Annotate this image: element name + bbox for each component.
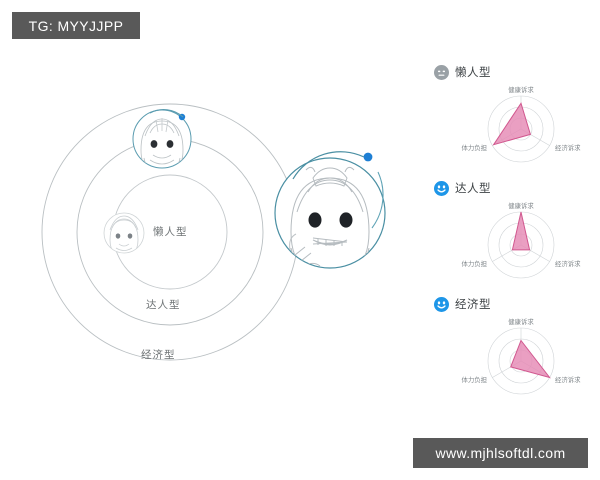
radar-block-expert: 达人型 健康诉求 经济诉求 体力负担	[424, 178, 600, 294]
radar-axis-label-right-lazy: 经济诉求	[555, 143, 581, 152]
radar-axis-label-left-expert: 体力负担	[461, 259, 487, 268]
website-watermark-text: www.mjhlsoftdl.com	[435, 445, 566, 461]
ring-label-economy: 经济型	[141, 349, 176, 361]
small-avatar-lazy	[103, 212, 145, 254]
telegram-watermark-badge: TG: MYYJJPP	[12, 12, 140, 39]
radar-header-lazy: 懒人型	[424, 62, 600, 82]
radar-axis-label-left-economy: 体力负担	[461, 375, 487, 384]
radar-title-expert: 达人型	[455, 183, 491, 195]
ring-label-lazy: 懒人型	[153, 226, 188, 238]
radar-axis-label-top-lazy: 健康诉求	[508, 85, 534, 94]
website-watermark-badge: www.mjhlsoftdl.com	[413, 438, 588, 468]
radar-axis-label-left-lazy: 体力负担	[461, 143, 487, 152]
radar-axis-label-right-expert: 经济诉求	[555, 259, 581, 268]
radar-area-economy	[510, 339, 551, 379]
neutral-face-icon	[434, 64, 449, 80]
radar-header-economy: 经济型	[424, 294, 600, 314]
concentric-circle-svg	[41, 103, 386, 361]
radar-area-lazy	[492, 102, 532, 146]
ring-label-expert: 达人型	[146, 299, 181, 311]
radar-block-lazy: 懒人型 健康诉求 经济诉求 体力负担	[424, 62, 600, 178]
radar-area-expert	[511, 211, 531, 251]
radar-plot-lazy: 健康诉求 经济诉求 体力负担	[446, 82, 596, 174]
large-avatar-economy	[274, 151, 386, 269]
radar-block-economy: 经济型 健康诉求 经济诉求 体力负担	[424, 294, 600, 410]
radar-plot-expert: 健康诉求 经济诉求 体力负担	[446, 198, 596, 290]
radar-axis-label-top-economy: 健康诉求	[508, 317, 534, 326]
radar-header-expert: 达人型	[424, 178, 600, 198]
radar-title-lazy: 懒人型	[455, 67, 491, 79]
radar-plot-economy: 健康诉求 经济诉求 体力负担	[446, 314, 596, 406]
radar-title-economy: 经济型	[455, 299, 491, 311]
concentric-circle-diagram: 懒人型 达人型 经济型	[41, 103, 386, 361]
smiley-face-icon	[434, 296, 449, 312]
telegram-watermark-text: TG: MYYJJPP	[28, 17, 124, 34]
radar-chart-column: 懒人型 健康诉求 经济诉求 体力负担	[424, 62, 600, 422]
radar-axis-label-top-expert: 健康诉求	[508, 201, 534, 210]
marker-dot-economy	[363, 152, 373, 162]
radar-axis-label-right-economy: 经济诉求	[555, 375, 581, 384]
medium-avatar-expert	[132, 109, 192, 169]
smiley-face-icon	[434, 180, 449, 196]
